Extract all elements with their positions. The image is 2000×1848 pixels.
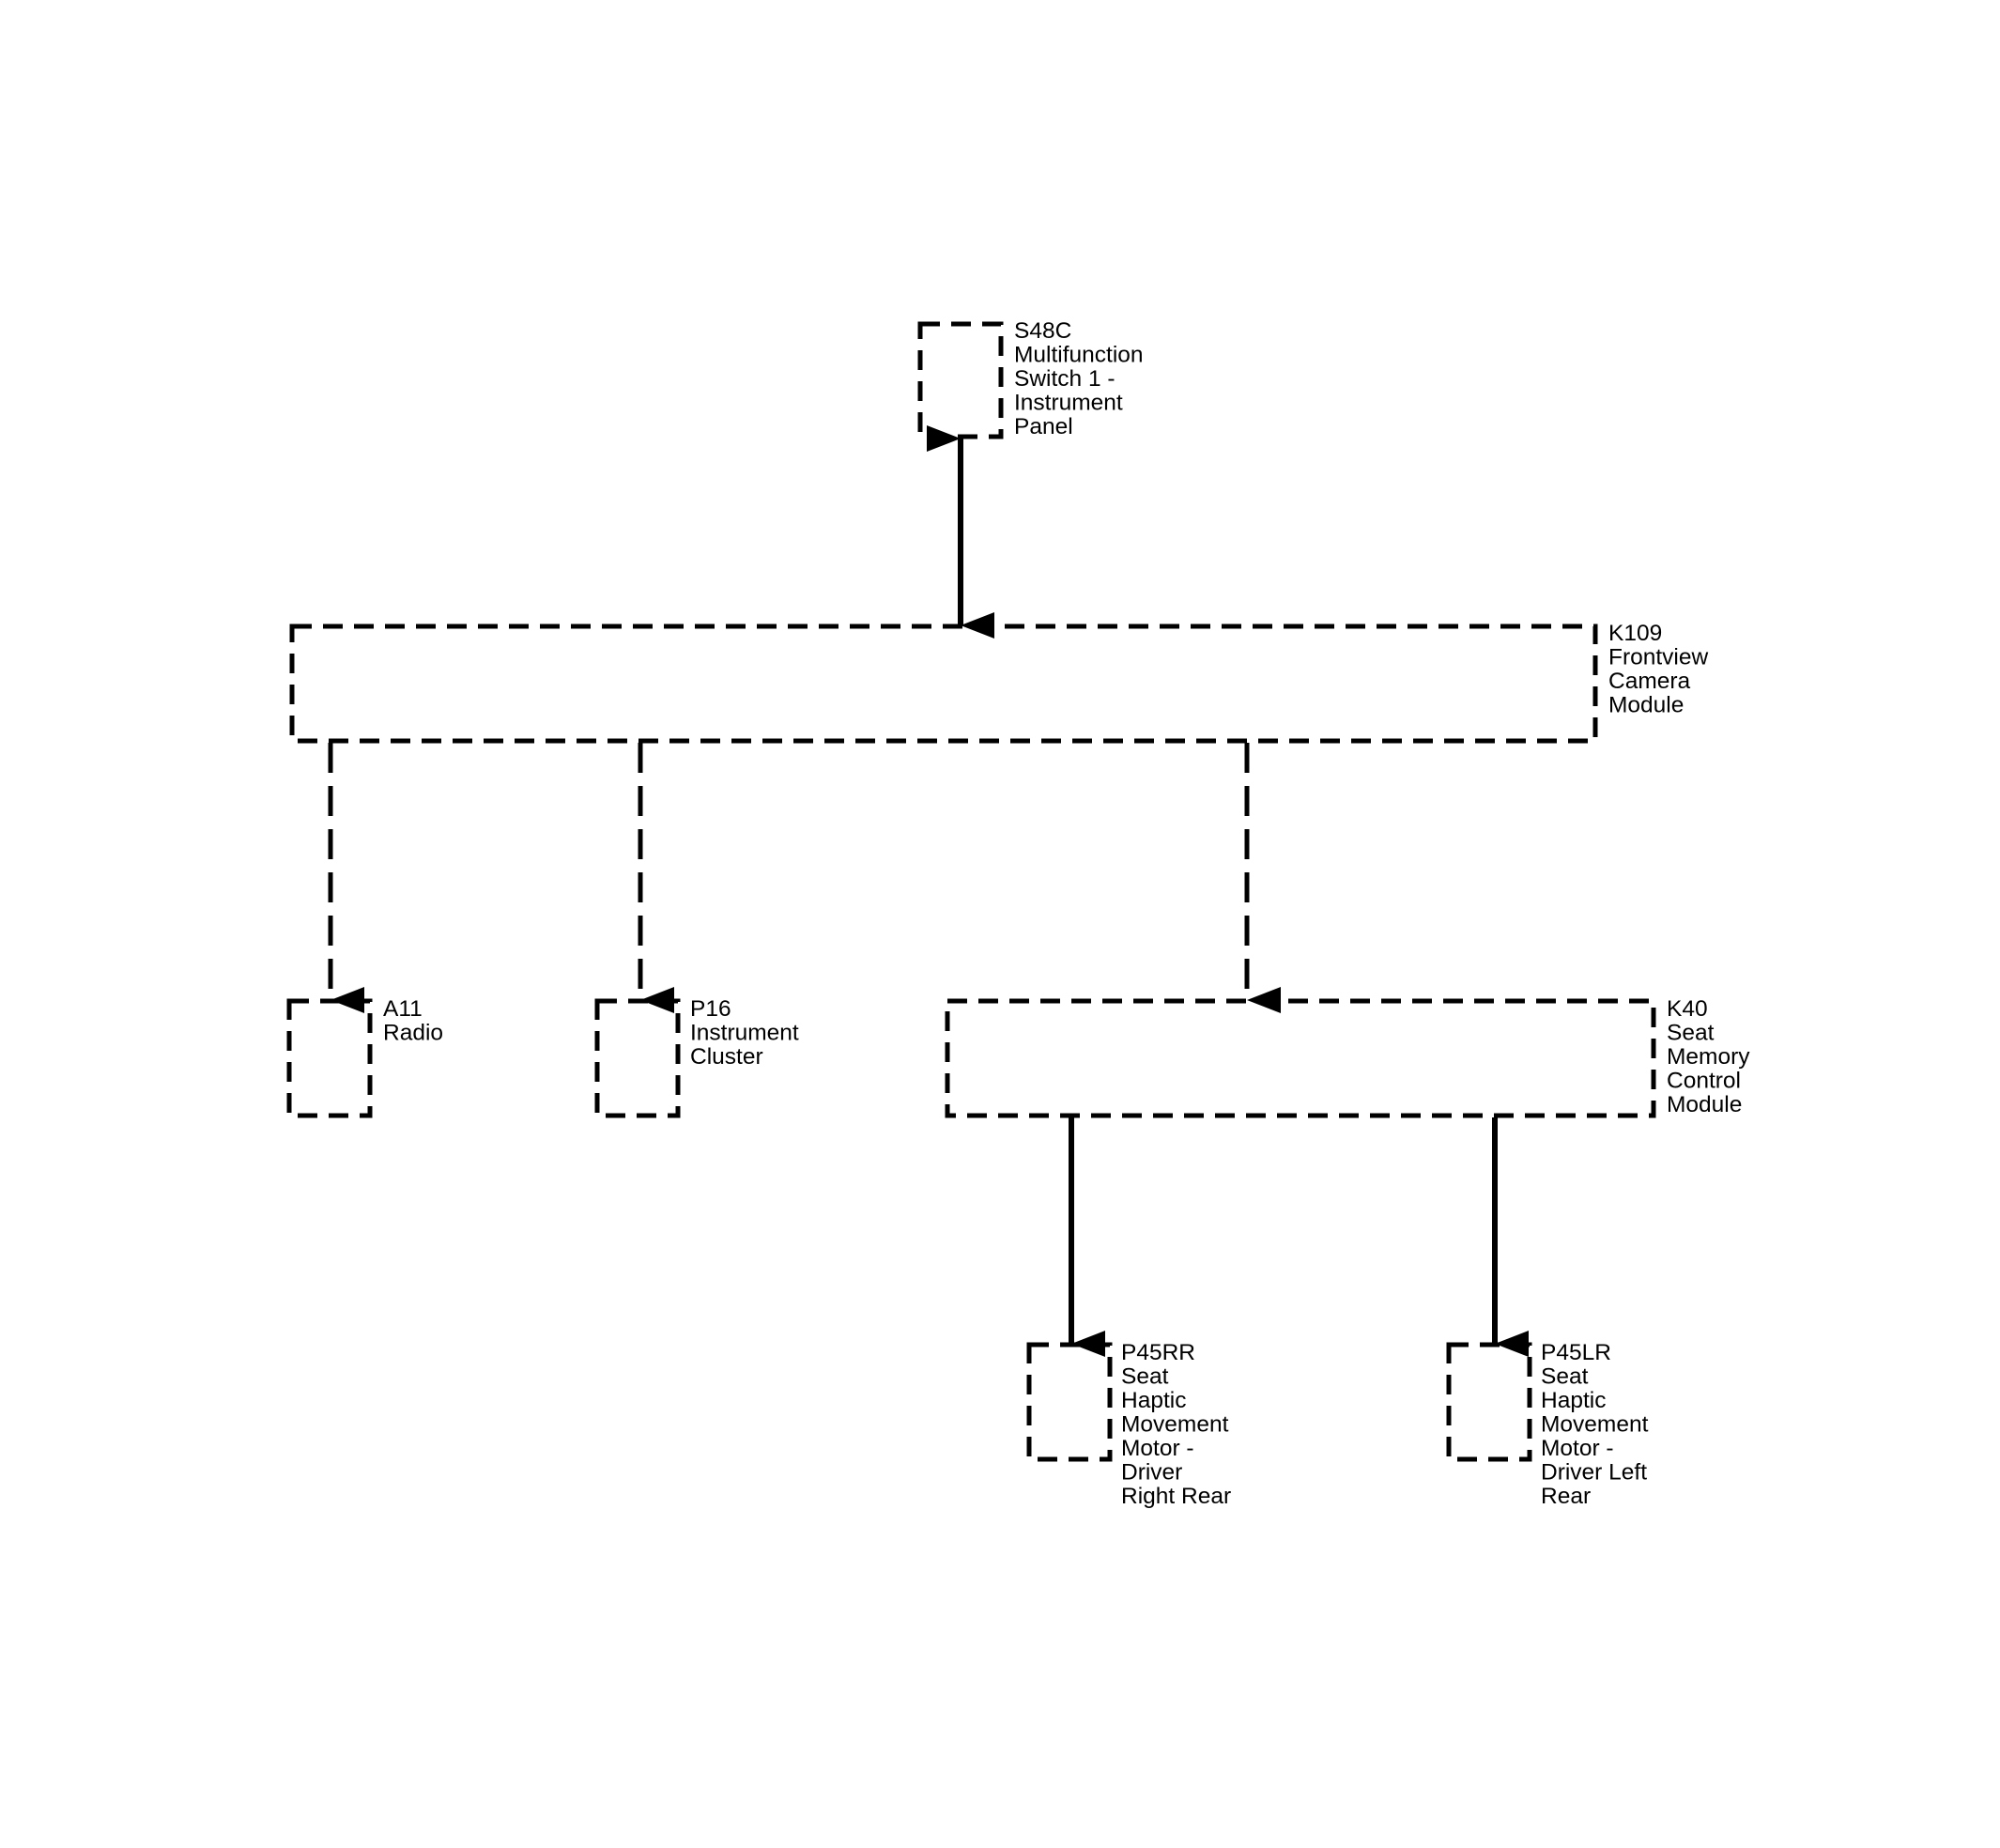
k40-label: K40 Seat Memory Control Module bbox=[1667, 996, 1756, 1117]
s48c-box bbox=[917, 321, 1004, 439]
p45lr-label: P45LR Seat Haptic Movement Motor - Drive… bbox=[1541, 1340, 1654, 1509]
p45rr-box bbox=[1026, 1342, 1113, 1462]
k40-box bbox=[945, 998, 1656, 1118]
a11-label: A11 Radio bbox=[383, 996, 443, 1046]
p45lr-box bbox=[1446, 1342, 1532, 1462]
a11-box bbox=[286, 998, 373, 1118]
s48c-label: S48C Multifunction Switch 1 - Instrument… bbox=[1014, 318, 1149, 439]
p16-box bbox=[594, 998, 681, 1118]
p16-label: P16 Instrument Cluster bbox=[690, 996, 806, 1070]
p45rr-label: P45RR Seat Haptic Movement Motor - Drive… bbox=[1121, 1340, 1235, 1509]
k109-label: K109 Frontview Camera Module bbox=[1608, 621, 1715, 718]
k109-box bbox=[289, 624, 1598, 744]
